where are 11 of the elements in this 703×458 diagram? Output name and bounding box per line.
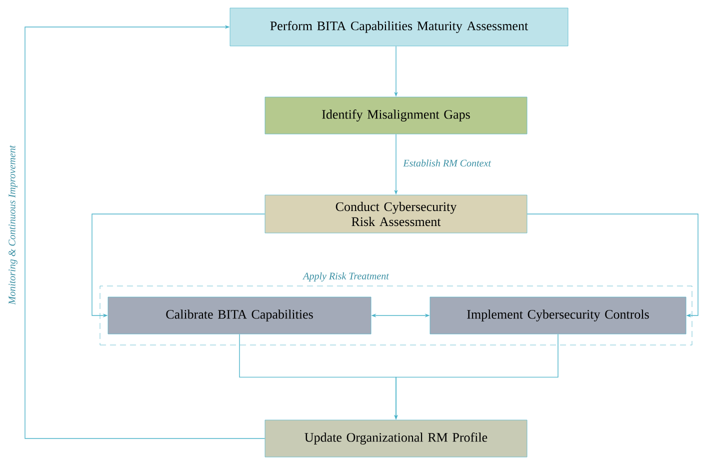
process-box: Update Organizational RM Profile — [264, 420, 528, 458]
process-box: Calibrate BITA Capabilities — [108, 296, 372, 334]
process-box: Perform BITA Capabilities Maturity Assessment — [230, 8, 568, 46]
edge-label: Establish RM Context — [402, 158, 492, 168]
process-box: Identify Misalignment Gaps — [264, 96, 528, 134]
node-label: Apply Risk Treatment — [302, 272, 390, 282]
arrow — [526, 214, 698, 318]
process-box: Conduct Cybersecurity Risk Assessment — [264, 194, 528, 234]
arrow — [24, 25, 266, 439]
edge-label: Monitoring & Continuous Improvement — [8, 144, 18, 306]
process-box: Implement Cybersecurity Controls — [430, 296, 686, 334]
